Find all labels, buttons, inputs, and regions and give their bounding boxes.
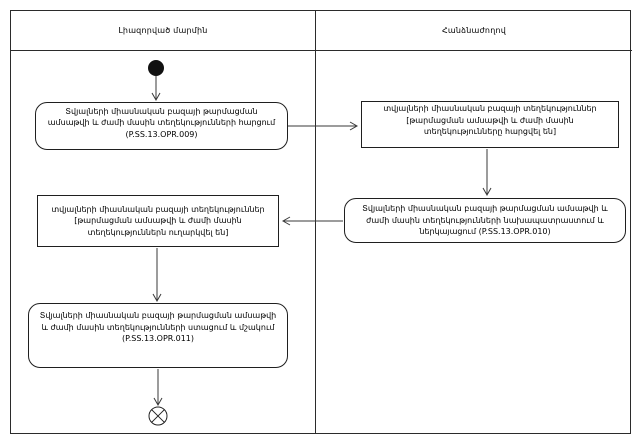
- object-node-info-sent: տվյալների միասնական բազայի տեղեկությունն…: [37, 195, 279, 247]
- lane-header-authorized-body: Լիազորված մարմին: [118, 25, 208, 35]
- lane-header-commission: Հանձնաժողով: [441, 25, 507, 35]
- lane-divider: [315, 10, 316, 434]
- object-node-info-requested: տվյալների միասնական բազայի տեղեկությունն…: [361, 101, 619, 148]
- lane-header-separator: [10, 50, 632, 51]
- action-node-request-opr009: Տվյալների միասնական բազայի թարմացման ամս…: [35, 102, 288, 150]
- action-node-receive-process-opr011: Տվյալների միասնական բազայի թարմացման ամս…: [28, 303, 288, 368]
- action-node-prepare-submit-opr010: Տվյալների միասնական բազայի թարմացման ամս…: [344, 198, 626, 243]
